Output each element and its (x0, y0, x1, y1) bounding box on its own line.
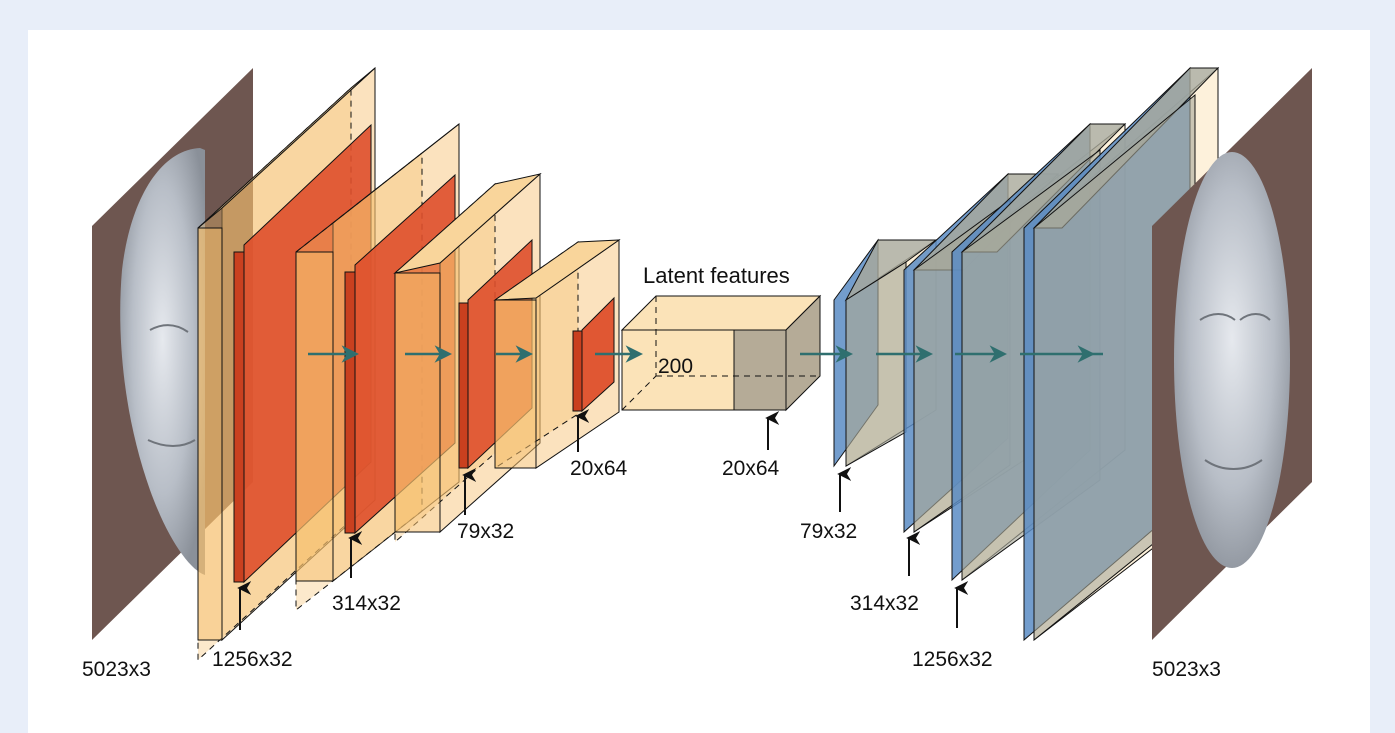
latent-features-title: Latent features (643, 263, 790, 288)
output-size-label: 5023x3 (1152, 658, 1221, 681)
latent-dim-label: 200 (658, 355, 693, 378)
enc3-size-label: 79x32 (457, 520, 514, 543)
autoencoder-diagram: Latent features 200 (82, 66, 1312, 681)
enc4-size-label: 20x64 (570, 457, 628, 480)
dec3-size-label: 1256x32 (912, 648, 993, 671)
latent-block (620, 294, 822, 412)
input-face-icon (120, 148, 205, 575)
latent-size-label: 20x64 (722, 457, 780, 480)
autoencoder-figure: Latent features 200 (28, 30, 1370, 733)
enc2-size-label: 314x32 (332, 592, 401, 615)
enc1-size-label: 1256x32 (212, 648, 293, 671)
dec2-size-label: 314x32 (850, 592, 919, 615)
output-face-panel (1152, 68, 1312, 640)
size-pointers (237, 409, 969, 630)
input-size-label: 5023x3 (82, 658, 151, 681)
dec1-size-label: 79x32 (800, 520, 857, 543)
output-face-icon (1174, 152, 1290, 568)
